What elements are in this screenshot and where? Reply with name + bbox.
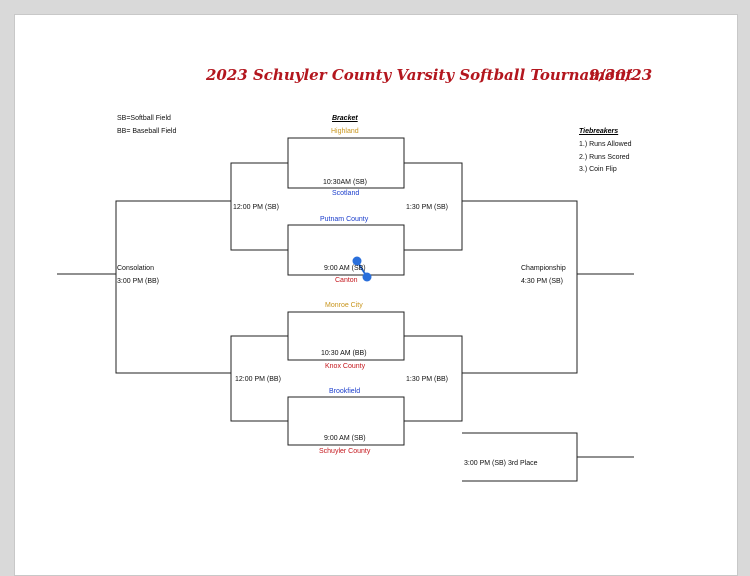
tiebreaker-item: 3.) Coin Flip xyxy=(579,166,617,173)
team-highland: Highland xyxy=(331,128,359,135)
championship-bracket xyxy=(462,200,578,374)
right-semi-top-bracket xyxy=(404,162,463,251)
team-canton: Canton xyxy=(335,277,358,284)
tournament-title: 2023 Schuyler County Varsity Softball To… xyxy=(206,66,633,84)
semi-bottom-left-time: 12:00 PM (BB) xyxy=(235,376,281,383)
team-scotland: Scotland xyxy=(332,190,360,197)
consolation-bracket xyxy=(115,200,231,374)
championship-label: Championship xyxy=(521,265,566,272)
semi-top-left-time: 12:00 PM (SB) xyxy=(233,204,279,211)
championship-time: 4:30 PM (SB) xyxy=(521,278,564,285)
consolation-label: Consolation xyxy=(117,265,154,272)
left-semi-top-bracket xyxy=(230,162,288,251)
team-schuyler-county: Schuyler County xyxy=(319,448,371,455)
semi-bottom-right-time: 1:30 PM (BB) xyxy=(406,376,449,383)
game2-time: 9:00 AM (SB) xyxy=(324,265,366,272)
third-place-label: 3:00 PM (SB) 3rd Place xyxy=(464,460,538,467)
marker-handles xyxy=(352,256,372,282)
tiebreaker-item: 1.) Runs Allowed xyxy=(579,141,632,148)
left-semi-bottom-bracket xyxy=(230,335,288,422)
legend-softball: SB=Softball Field xyxy=(117,115,171,122)
consolation-time: 3:00 PM (BB) xyxy=(117,278,160,285)
bracket-page xyxy=(14,14,738,576)
game1-time: 10:30AM (SB) xyxy=(323,179,367,186)
tiebreaker-item: 2.) Runs Scored xyxy=(579,154,630,161)
third-place-bracket xyxy=(462,432,578,482)
team-monroe-city: Monroe City xyxy=(325,302,363,309)
tiebreakers-heading: Tiebreakers xyxy=(579,128,619,135)
tournament-date: 9/30/23 xyxy=(589,66,653,84)
semi-top-right-time: 1:30 PM (SB) xyxy=(406,204,449,211)
team-knox-county: Knox County xyxy=(325,363,366,370)
game3-time: 10:30 AM (BB) xyxy=(321,350,367,357)
legend-baseball: BB= Baseball Field xyxy=(117,128,177,135)
team-putnam-county: Putnam County xyxy=(320,216,369,223)
team-brookfield: Brookfield xyxy=(329,388,361,395)
bracket-label: Bracket xyxy=(332,115,358,122)
game4-time: 9:00 AM (SB) xyxy=(324,435,366,442)
right-semi-bottom-bracket xyxy=(404,335,463,422)
